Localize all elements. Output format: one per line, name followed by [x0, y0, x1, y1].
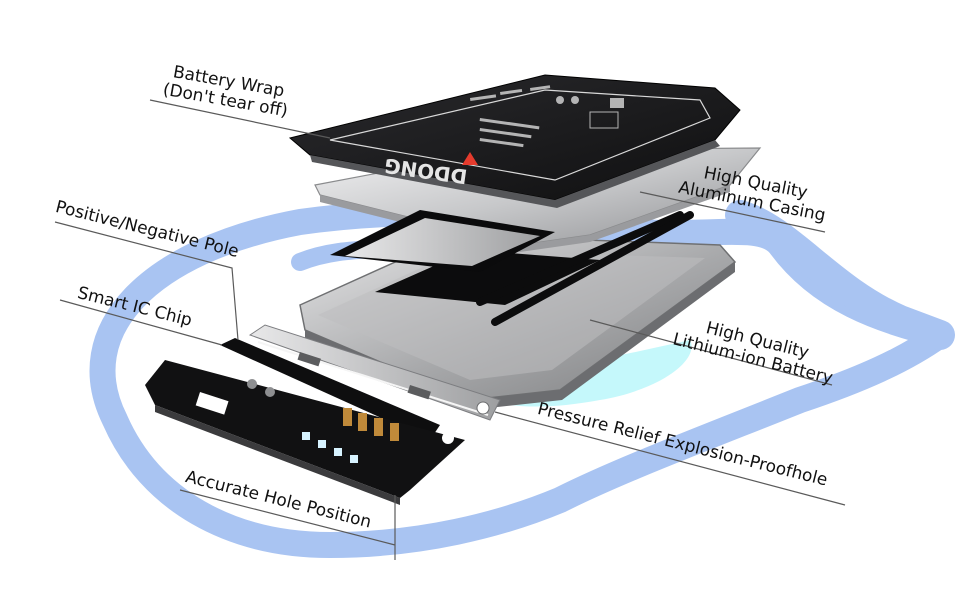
leader-pressure-relief [495, 412, 845, 505]
